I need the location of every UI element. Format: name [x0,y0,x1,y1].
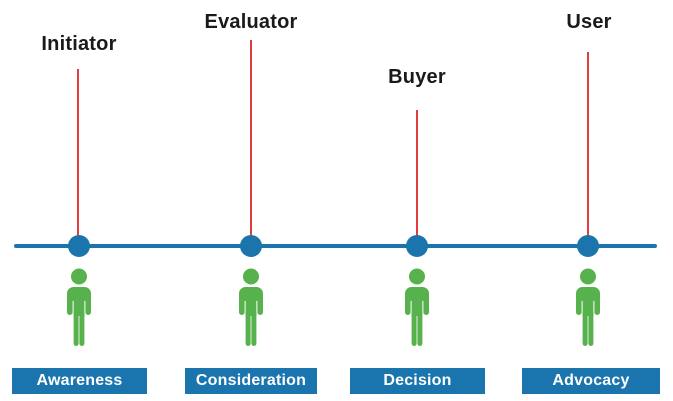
timeline-line [14,244,657,248]
stage-box-awareness: Awareness [12,368,147,394]
role-label-evaluator: Evaluator [204,11,298,33]
connector-line-user [587,52,589,246]
stage-label-decision: Decision [383,372,452,389]
stage-box-decision: Decision [350,368,485,394]
person-icon-evaluator [239,268,263,346]
person-icon-initiator [67,268,91,346]
role-label-initiator: Initiator [41,33,117,55]
stage-box-consideration: Consideration [185,368,317,394]
timeline-dot-user [577,235,599,257]
timeline-dot-buyer [406,235,428,257]
connector-line-buyer [416,110,418,246]
stage-box-advocacy: Advocacy [522,368,660,394]
person-icon-buyer [405,268,429,346]
role-label-user: User [566,11,612,33]
role-label-buyer: Buyer [388,66,446,88]
stage-label-advocacy: Advocacy [552,372,630,389]
stage-label-consideration: Consideration [195,372,307,389]
connector-line-evaluator [250,40,252,246]
stage-label-awareness: Awareness [36,372,123,389]
connector-line-initiator [77,69,79,246]
person-icon-user [576,268,600,346]
timeline-dot-initiator [68,235,90,257]
timeline-dot-evaluator [240,235,262,257]
